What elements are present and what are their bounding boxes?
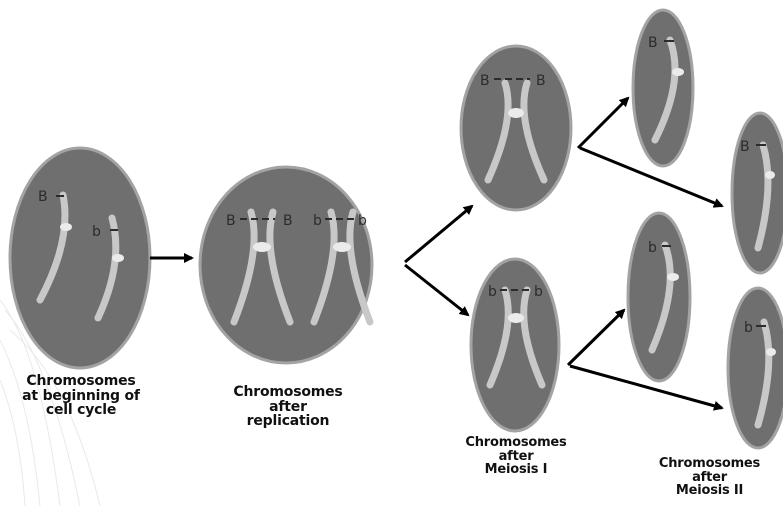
caption-meiosis1: Chromosomes after Meiosis I xyxy=(446,436,586,477)
allele-label: B xyxy=(740,139,750,155)
centromere xyxy=(253,242,271,252)
cell-meiosis2-b1: b xyxy=(628,213,690,381)
allele-label: B xyxy=(226,213,236,229)
cell-body xyxy=(471,259,559,431)
allele-label: b xyxy=(648,240,657,256)
allele-label: b xyxy=(744,320,753,336)
centromere xyxy=(508,108,524,118)
arrow-to-meiosis1-bottom xyxy=(405,265,468,315)
caption-start: Chromosomes at beginning of cell cycle xyxy=(6,374,156,418)
cell-replicated-body xyxy=(200,167,372,363)
caption-line: after xyxy=(638,471,781,485)
centromere xyxy=(508,313,524,323)
cell-replicated: B B b b xyxy=(200,167,372,363)
caption-replication: Chromosomes after replication xyxy=(218,385,358,429)
caption-line: Chromosomes xyxy=(638,457,781,471)
centromere xyxy=(672,68,684,76)
cell-body xyxy=(628,213,690,381)
cell-meiosis2-B2: B xyxy=(732,113,783,273)
cell-start: B b xyxy=(10,148,150,368)
caption-line: Meiosis I xyxy=(446,463,586,477)
cell-meiosis1-B: B B xyxy=(461,46,571,210)
caption-line: cell cycle xyxy=(6,403,156,418)
allele-label: B xyxy=(38,189,48,205)
allele-label: B xyxy=(480,73,490,89)
cell-meiosis2-B1: B xyxy=(633,10,693,166)
caption-line: replication xyxy=(218,414,358,429)
centromere xyxy=(766,348,776,356)
allele-label: b xyxy=(488,284,497,300)
arrow-to-meiosis2-1 xyxy=(578,98,628,148)
allele-label: b xyxy=(92,224,101,240)
caption-line: after xyxy=(218,400,358,415)
arrow-to-meiosis1-top xyxy=(405,206,472,262)
caption-line: at beginning of xyxy=(6,389,156,404)
centromere xyxy=(765,171,775,179)
centromere xyxy=(667,273,679,281)
allele-label: b xyxy=(534,284,543,300)
cell-meiosis1-b: b b xyxy=(471,259,559,431)
caption-line: Chromosomes xyxy=(6,374,156,389)
centromere xyxy=(333,242,351,252)
cell-body xyxy=(633,10,693,166)
caption-line: Chromosomes xyxy=(446,436,586,450)
caption-line: after xyxy=(446,450,586,464)
allele-label: B xyxy=(283,213,293,229)
cell-body xyxy=(461,46,571,210)
caption-meiosis2: Chromosomes after Meiosis II xyxy=(638,457,781,498)
caption-line: Meiosis II xyxy=(638,484,781,498)
cell-start-body xyxy=(10,148,150,368)
centromere xyxy=(60,223,72,231)
cell-meiosis2-b2: b xyxy=(728,288,783,448)
caption-line: Chromosomes xyxy=(218,385,358,400)
centromere xyxy=(112,254,124,262)
allele-label: b xyxy=(313,213,322,229)
allele-label: b xyxy=(358,213,367,229)
arrow-to-meiosis2-3 xyxy=(568,310,624,365)
allele-label: B xyxy=(536,73,546,89)
allele-label: B xyxy=(648,35,658,51)
